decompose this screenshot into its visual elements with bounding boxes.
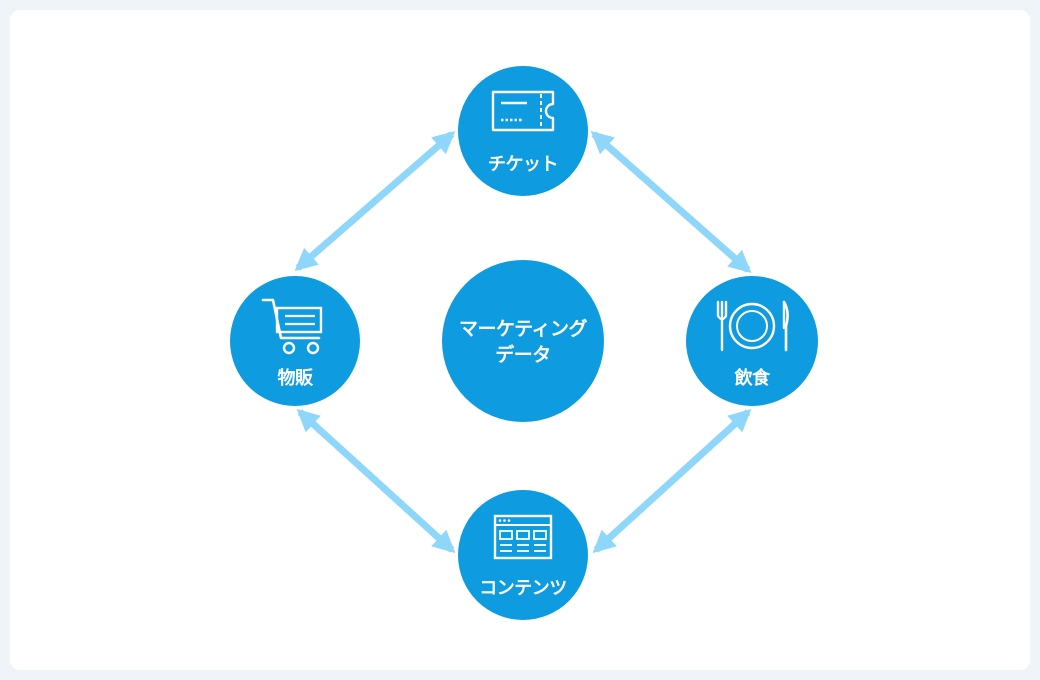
arrow-food-content [592,408,752,554]
node-ticket-label: チケット [488,154,559,175]
web-page-icon [491,514,555,564]
ticket-icon [489,88,557,138]
node-food-label: 飲食 [734,368,771,389]
plate-cutlery-icon [710,298,794,358]
node-food: 飲食 [686,276,818,406]
node-goods-label: 物販 [277,368,314,389]
node-ticket: チケット [458,66,588,196]
node-content: コンテンツ [458,490,588,620]
node-marketing-data: マーケティング データ [442,260,604,422]
center-label-line2: データ [495,344,551,366]
center-label-line1: マーケティング [459,318,587,340]
node-content-label: コンテンツ [479,578,567,599]
arrow-goods-content [296,408,456,554]
arrow-ticket-food [590,131,752,273]
node-goods: 物販 [230,276,360,406]
shopping-cart-icon [259,294,331,362]
arrow-ticket-goods [294,131,456,271]
